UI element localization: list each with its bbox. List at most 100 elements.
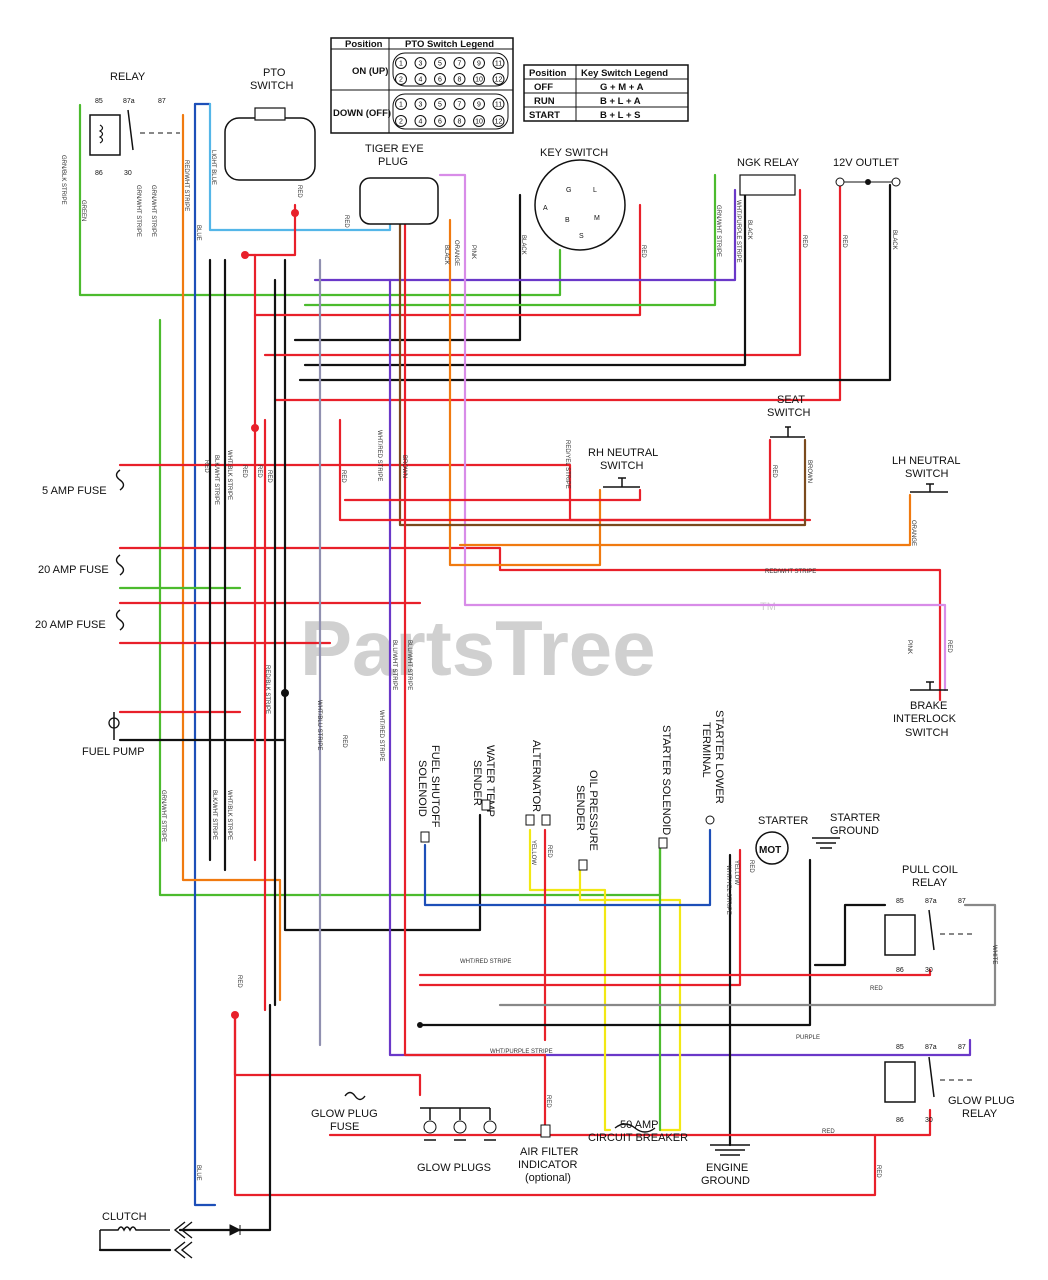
starter: STARTER MOT STARTER GROUND	[755, 812, 880, 865]
wire-red-starter	[418, 848, 742, 987]
wl-yellow-2: YELLOW	[733, 860, 739, 885]
wl-brown-2: BROWN	[401, 455, 407, 478]
wire-black-pullcoil	[813, 903, 887, 967]
wl-white: WHITE	[991, 945, 997, 964]
key-switch-label: KEY SWITCH	[540, 147, 608, 159]
wl-blu-wht: BLU/WHT STRIPE	[391, 640, 397, 690]
wire-red-outlet	[273, 183, 842, 402]
glow-relay-pin-87: 87	[958, 1044, 966, 1051]
wire-black-ngk	[303, 188, 747, 367]
wl-wht-purple-ngk: WHT/PURPLE STRIPE	[735, 200, 741, 263]
pull-coil-label-2: RELAY	[912, 877, 948, 889]
key-row-start: START	[529, 110, 560, 121]
pto-pin-circle	[473, 57, 485, 69]
wire-green-ngk	[303, 173, 717, 307]
pto-pin-circle	[414, 115, 427, 127]
starter-lower-label-1: STARTER LOWER	[713, 710, 725, 804]
wl-red-3: RED	[256, 465, 262, 478]
pto-pin-circle	[453, 73, 466, 85]
pto-pin-circle	[473, 73, 485, 85]
wire-red-glowrelay	[328, 1108, 932, 1137]
pto-pin-number: 5	[438, 102, 442, 109]
tiger-eye-label-1: TIGER EYE	[365, 143, 424, 155]
fuel-shutoff-label-1: FUEL SHUTOFF	[429, 745, 441, 828]
wl-wht-yel: WHT/YEL STRIPE	[725, 865, 731, 915]
pto-pin-circle	[414, 57, 427, 69]
wl-black-key: BLACK	[520, 235, 526, 255]
engine-ground: ENGINE GROUND	[701, 1144, 750, 1187]
fuel-pump: FUEL PUMP	[82, 712, 145, 758]
relay-pin-87a: 87a	[123, 98, 135, 105]
tiger-eye-plug: TIGER EYE PLUG	[359, 143, 439, 225]
pto-pin-circle	[473, 98, 485, 110]
brake-label-3: SWITCH	[905, 727, 948, 739]
water-temp-label-1: WATER TEMP	[484, 745, 496, 817]
pto-pin-circle	[492, 115, 505, 127]
wire-brown	[398, 198, 807, 527]
wl-red-4: RED	[266, 470, 272, 483]
pto-pin-circle	[395, 57, 407, 69]
pto-pin-number: 8	[458, 119, 462, 126]
wl-grn-wht-2: GRN/WHT STRIPE	[150, 185, 156, 237]
wl-grn-wht-1: GRN/WHT STRIPE	[135, 185, 141, 237]
pto-row-on: ON (UP)	[352, 66, 388, 77]
wl-green: GREEN	[80, 200, 86, 221]
key-row-off: OFF	[534, 82, 553, 93]
wl-light-blue: LIGHT BLUE	[210, 150, 216, 185]
wl-black-outlet: BLACK	[891, 230, 897, 250]
wire-red-pullcoil	[418, 968, 932, 977]
ngk-relay: NGK RELAY	[737, 157, 800, 196]
wire-blue-trunk	[193, 102, 217, 1207]
wl-blk-wht-1: BLK/WHT STRIPE	[213, 455, 219, 505]
wl-purple-h: PURPLE	[796, 1035, 820, 1041]
wl-red-wht-h: RED/WHT STRIPE	[765, 569, 816, 575]
pull-coil-pin-87: 87	[958, 898, 966, 905]
pto-switch-label-2: SWITCH	[250, 80, 293, 92]
pto-pin-number: 6	[438, 119, 442, 126]
wire-red-bottom	[233, 1013, 877, 1197]
glow-fuse-label-2: FUSE	[330, 1121, 359, 1133]
pto-pin-circle	[395, 98, 407, 110]
air-filter-label-1: AIR FILTER	[520, 1146, 579, 1158]
key-row-run: RUN	[534, 96, 555, 107]
pto-pin-number: 4	[419, 119, 423, 126]
key-pin-a: A	[543, 205, 548, 212]
wire-yellow-2	[578, 868, 682, 1132]
pto-pin-circle	[395, 115, 407, 127]
wl-wht-blu: WHT/BLU STRIPE	[316, 700, 322, 750]
wire-orange-lh	[458, 493, 912, 547]
pto-col-legend: PTO Switch Legend	[405, 39, 494, 50]
relay-pin-86: 86	[95, 170, 103, 177]
oil-pressure-label-1: OIL PRESSURE	[587, 770, 599, 851]
relay-pin-87: 87	[158, 98, 166, 105]
wire-grey-white	[498, 903, 997, 1007]
pto-pin-number: 10	[475, 77, 483, 84]
wire-purple-ngk	[313, 188, 737, 282]
wl-red-seat: RED	[771, 465, 777, 478]
fuel-shutoff-label-2: SOLENOID	[416, 760, 428, 817]
wire-black-trunk	[283, 258, 482, 932]
glow-relay-label-2: RELAY	[962, 1108, 998, 1120]
oil-pressure-label-2: SENDER	[574, 785, 586, 831]
pto-pin-number: 8	[458, 77, 462, 84]
circuit-breaker-50-amp: 50 AMP CIRCUIT BREAKER	[588, 1119, 688, 1144]
pto-pin-circle	[434, 98, 446, 110]
seat-switch-label-2: SWITCH	[767, 407, 810, 419]
key-row-off-legend: G + M + A	[600, 82, 644, 93]
wl-blue-2: BLUE	[195, 1165, 201, 1181]
wire-orange-main	[448, 218, 602, 567]
ngk-relay-label: NGK RELAY	[737, 157, 800, 169]
glow-plugs: GLOW PLUGS	[417, 1107, 497, 1174]
wl-wht-red-h: WHT/RED STRIPE	[460, 959, 511, 965]
wl-red-brake: RED	[946, 640, 952, 653]
wl-red-h: RED	[870, 986, 883, 992]
pto-pin-circle	[414, 73, 427, 85]
relay-pin-85: 85	[95, 98, 103, 105]
wire-black-clutch-2	[178, 1003, 272, 1232]
junction-dots	[231, 209, 423, 1028]
starter-ground-label-2: GROUND	[830, 825, 879, 837]
key-col-position: Position	[529, 68, 567, 79]
wl-yellow: YELLOW	[530, 840, 536, 865]
pto-pin-number: 11	[495, 61, 502, 68]
fuse-5-label: 5 AMP FUSE	[42, 485, 107, 497]
